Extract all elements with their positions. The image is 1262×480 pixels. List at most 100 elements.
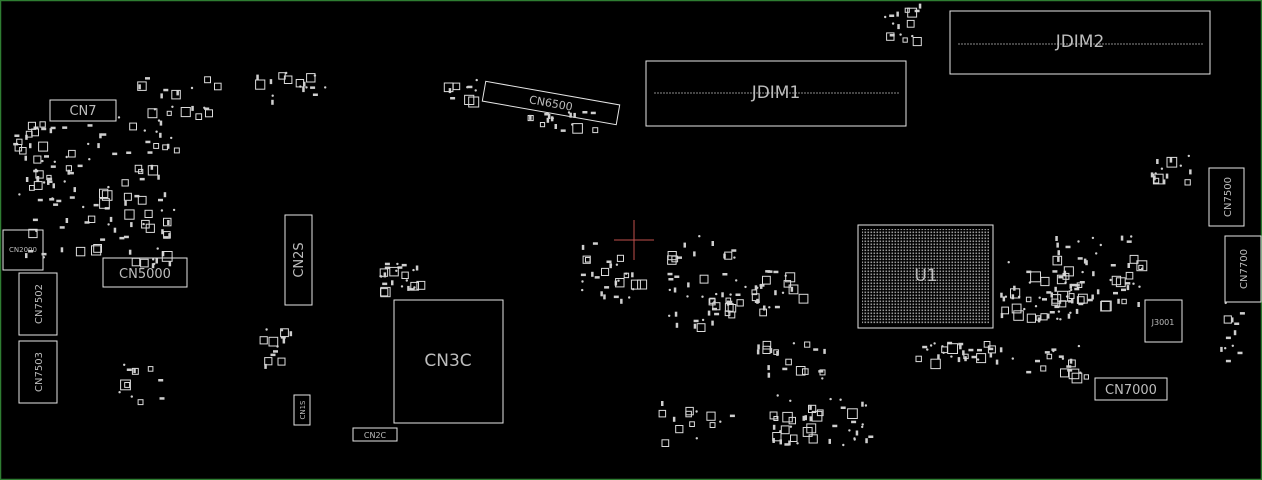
smd-pad — [1220, 346, 1223, 352]
smd-pad — [155, 130, 158, 133]
smd-pad — [842, 443, 845, 447]
smd-pad — [87, 124, 93, 127]
smd-pad — [902, 37, 908, 43]
smd-pad — [1059, 318, 1062, 321]
smd-pad — [796, 442, 799, 445]
smd-pad — [159, 120, 163, 126]
smd-pad — [161, 251, 173, 262]
smd-pad — [1132, 282, 1135, 285]
j3001-label: J3001 — [1151, 318, 1175, 327]
smd-pad — [1057, 256, 1060, 262]
cn1s-connector[interactable]: CN1S — [293, 394, 311, 426]
smd-pad — [131, 257, 141, 267]
smd-pad — [268, 336, 279, 347]
smd-pad — [173, 147, 180, 154]
smd-pad — [609, 263, 613, 267]
smd-pad — [865, 438, 868, 444]
cn7503-connector[interactable]: CN7503 — [18, 340, 58, 404]
smd-pad — [1067, 369, 1073, 372]
smd-pad — [28, 228, 38, 239]
cn7502-connector[interactable]: CN7502 — [18, 272, 58, 336]
smd-pad — [1071, 298, 1074, 304]
smd-pad — [382, 282, 388, 286]
u1-bga-chip[interactable]: U1 — [857, 224, 994, 329]
smd-pad — [29, 185, 35, 191]
smd-pad — [170, 136, 173, 140]
smd-pad — [138, 168, 144, 175]
smd-pad — [151, 263, 155, 269]
smd-pad — [789, 399, 792, 402]
smd-pad — [113, 227, 117, 233]
jdim2-label: JDIM2 — [1055, 32, 1105, 52]
smd-pad — [145, 223, 155, 233]
smd-pad — [87, 215, 96, 224]
smd-pad — [1070, 288, 1073, 292]
smd-pad — [1042, 298, 1047, 301]
smd-pad — [52, 183, 55, 189]
smd-pad — [412, 268, 415, 272]
smd-pad — [1074, 287, 1080, 291]
smd-pad — [1096, 289, 1100, 295]
cn7-connector[interactable]: CN7 — [49, 99, 117, 122]
smd-pad — [942, 351, 945, 354]
smd-pad — [1002, 296, 1006, 302]
smd-pad — [313, 74, 317, 77]
cn7500-connector[interactable]: CN7500 — [1208, 167, 1245, 227]
smd-pad — [112, 152, 118, 156]
smd-pad — [161, 251, 165, 257]
smd-pad — [632, 288, 635, 291]
smd-pad — [751, 289, 758, 296]
smd-pad — [82, 205, 85, 209]
cn2s-connector[interactable]: CN2S — [284, 214, 313, 306]
smd-pad — [918, 3, 922, 9]
smd-pad — [995, 359, 999, 365]
cn7700-connector[interactable]: CN7700 — [1224, 235, 1262, 303]
smd-pad — [124, 382, 131, 388]
smd-pad — [711, 320, 714, 326]
smd-pad — [788, 416, 796, 425]
smd-pad — [109, 216, 113, 222]
smd-pad — [1058, 355, 1064, 358]
smd-pad — [303, 81, 306, 87]
smd-pad — [1076, 282, 1083, 288]
smd-pad — [581, 244, 585, 250]
smd-pad — [1077, 240, 1080, 243]
smd-pad — [400, 285, 404, 288]
cn5000-connector[interactable]: CN5000 — [102, 257, 188, 288]
smd-pad — [615, 263, 619, 266]
cn2c-connector[interactable]: CN2C — [352, 427, 398, 442]
smd-pad — [1034, 305, 1038, 308]
smd-pad — [163, 236, 169, 239]
smd-pad — [1136, 260, 1148, 272]
smd-pad — [600, 291, 603, 297]
smd-pad — [42, 256, 45, 259]
cn3c-connector[interactable]: CN3C — [393, 299, 504, 424]
jdim1-connector[interactable]: JDIM1 — [645, 60, 907, 127]
smd-pad — [1077, 257, 1083, 260]
cn2000-connector[interactable]: CN2000 — [2, 229, 44, 271]
smd-pad — [47, 180, 53, 183]
cn7000-connector[interactable]: CN7000 — [1094, 377, 1168, 401]
smd-pad — [788, 440, 791, 446]
smd-pad — [160, 209, 164, 212]
smd-pad — [959, 344, 962, 350]
smd-pad — [673, 287, 677, 293]
smd-pad — [1013, 310, 1024, 321]
j3001-connector[interactable]: J3001 — [1144, 299, 1183, 343]
smd-pad — [1127, 263, 1130, 268]
smd-pad — [93, 203, 99, 207]
smd-pad — [88, 158, 91, 161]
smd-pad — [592, 242, 598, 245]
smd-pad — [668, 314, 671, 317]
smd-pad — [466, 86, 469, 89]
smd-pad — [889, 34, 895, 37]
smd-pad — [68, 149, 76, 158]
smd-pad — [899, 33, 902, 36]
smd-pad — [1066, 365, 1072, 368]
jdim2-connector[interactable]: JDIM2 — [949, 10, 1211, 75]
smd-pad — [271, 94, 274, 97]
smd-pad — [1166, 156, 1178, 168]
smd-pad — [585, 257, 591, 263]
smd-pad — [41, 127, 47, 131]
smd-pad — [166, 110, 172, 116]
